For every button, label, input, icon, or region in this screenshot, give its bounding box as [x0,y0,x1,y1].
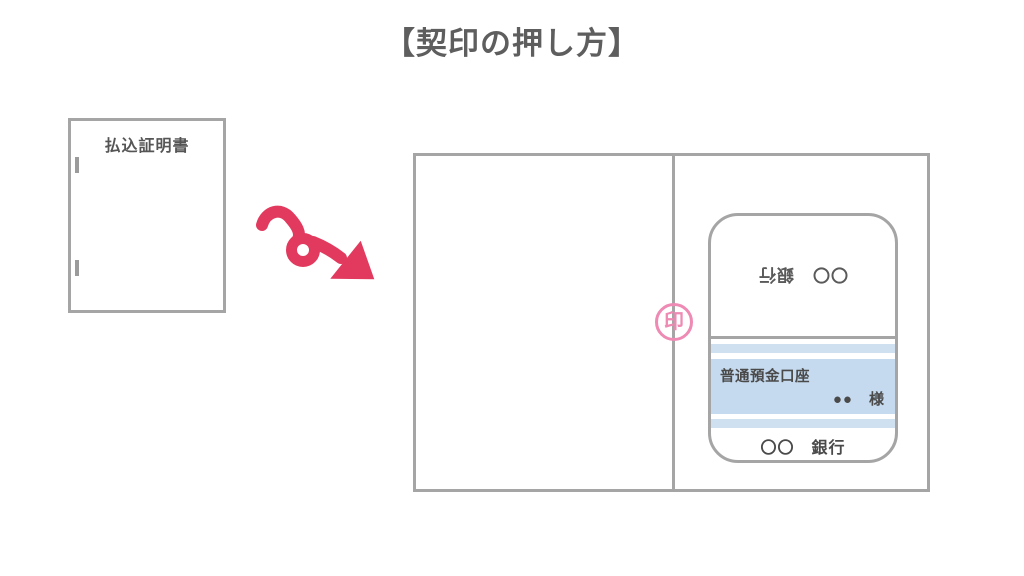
staple-mark-top [75,157,79,173]
passbook-back-cover: 〇〇 銀行 [711,216,895,336]
payment-certificate-document: 払込証明書 [68,118,226,313]
curved-arrow-icon [256,205,375,280]
passbook-fold-line [711,336,895,339]
passbook-back-cover-label: 〇〇 銀行 [758,264,848,284]
payment-certificate-title: 払込証明書 [104,138,190,155]
account-type-label: 普通預金口座 [720,369,810,385]
page-title: 【契印の押し方】 [384,26,640,61]
passbook-title-band: 普通預金口座 ●● 様 [711,359,895,414]
tally-seal-stamp: 印 [655,303,693,341]
staple-mark-bottom [75,260,79,276]
passbook-stripe-upper [711,344,895,353]
seal-character: 印 [664,311,684,333]
passbook-stripe-lower [711,419,895,428]
passbook-copy: 〇〇 銀行 普通預金口座 ●● 様 〇〇 銀行 [708,213,898,463]
passbook-front-cover-label: 〇〇 銀行 [760,440,846,457]
unfolded-sheet: 印 〇〇 銀行 普通預金口座 ●● 様 〇〇 銀行 [413,153,930,492]
account-holder-label: ●● 様 [832,391,885,408]
